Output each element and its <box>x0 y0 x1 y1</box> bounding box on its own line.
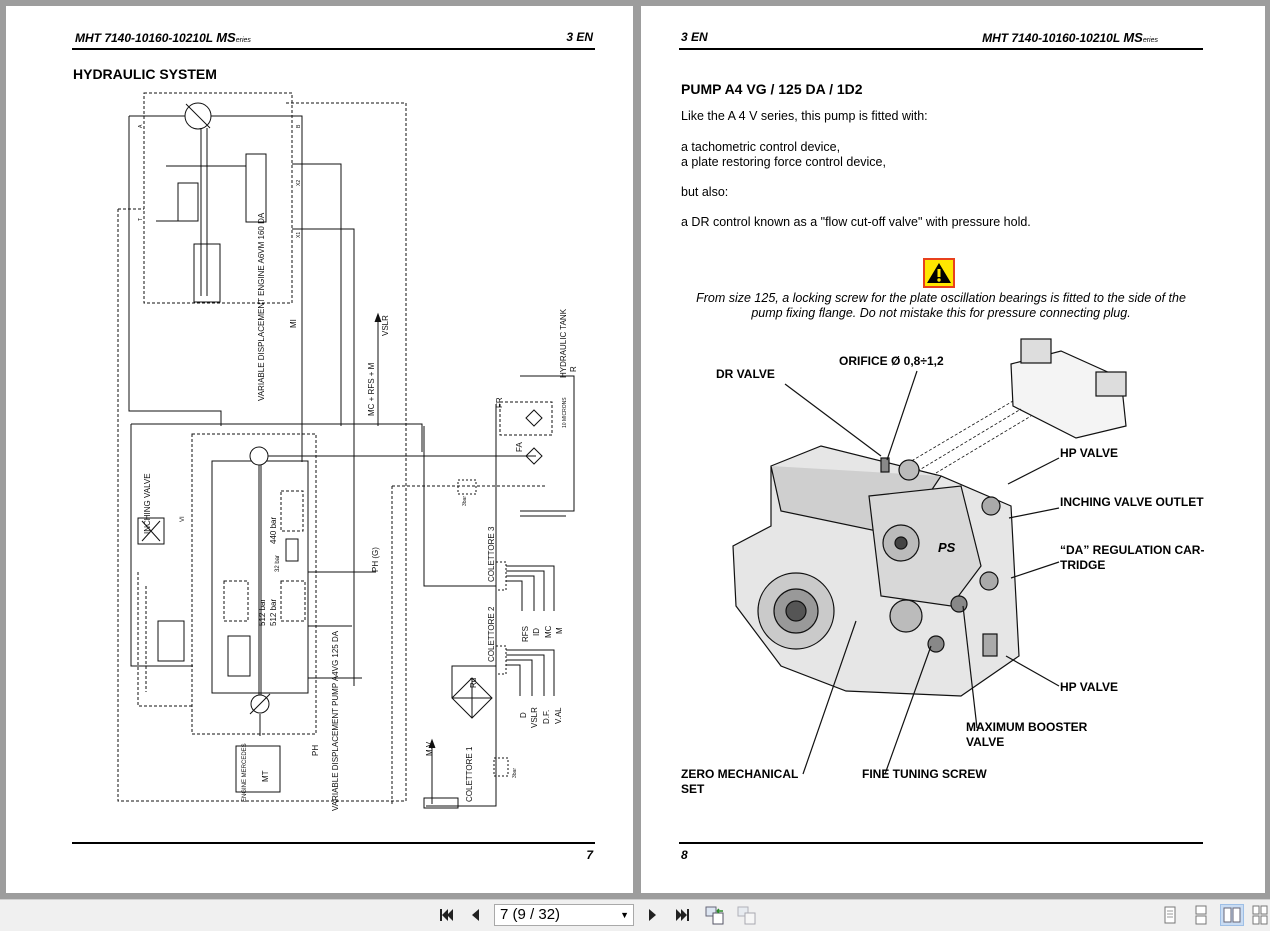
label-ph-g: PH (G) <box>371 547 380 572</box>
label-microns: 10 MICRONS <box>562 397 568 428</box>
callout-dr-valve: DR VALVE <box>716 367 775 381</box>
paragraph: Like the A 4 V series, this pump is fitt… <box>681 109 928 123</box>
continuous-page-icon <box>1195 905 1207 925</box>
last-page-icon <box>676 909 689 921</box>
footer-rule <box>679 842 1203 844</box>
first-page-icon <box>440 909 453 921</box>
next-page-icon <box>649 909 656 921</box>
header-rule <box>679 48 1203 50</box>
label-512bar: 512 bar <box>258 599 267 626</box>
page-title: HYDRAULIC SYSTEM <box>73 66 217 82</box>
warning-note: From size 125, a locking screw for the p… <box>696 291 1186 320</box>
label-vslr-2: VSLR <box>530 707 539 728</box>
two-page-view-button[interactable] <box>1220 904 1244 926</box>
two-page-continuous-icon <box>1252 905 1268 925</box>
label-df: D.F. <box>542 710 551 724</box>
single-page-view-button[interactable] <box>1158 904 1182 926</box>
label-mc-rfs-m: MC + RFS + M <box>367 362 376 416</box>
page-number: 7 <box>586 848 593 862</box>
label-mi: MI <box>289 319 298 328</box>
back-view-button[interactable] <box>704 905 726 925</box>
label-32bar: 32 bar <box>275 555 281 572</box>
label-port-t: T <box>138 218 144 221</box>
forward-view-button[interactable] <box>736 905 758 925</box>
last-page-button[interactable] <box>673 905 693 925</box>
label-ph: PH <box>311 745 320 756</box>
callout-fine-tuning-screw: FINE TUNING SCREW <box>862 767 987 781</box>
label-val: V.AL <box>554 707 563 724</box>
next-page-button[interactable] <box>644 905 662 925</box>
doc-header-code: MHT 7140-10160-10210L MSeries <box>982 30 1158 45</box>
label-engine: VARIABLE DISPLACEMENT ENGINE A6VM 160 DA <box>257 212 266 401</box>
label-3bar: 3bar <box>462 496 468 506</box>
label-d: D <box>519 712 528 718</box>
callout-inching-valve-outlet: INCHING VALVE OUTLET <box>1060 495 1204 509</box>
previous-page-icon <box>472 909 479 921</box>
chevron-down-icon: ▼ <box>620 910 629 920</box>
schematic-labels: VARIABLE DISPLACEMENT ENGINE A6VM 160 DA… <box>138 124 578 811</box>
paragraph: a DR control known as a "flow cut-off va… <box>681 215 1031 229</box>
label-port-b: B <box>296 124 302 128</box>
single-page-icon <box>1164 906 1176 924</box>
label-colettore-2: COLETTORE 2 <box>487 606 496 662</box>
previous-page-button[interactable] <box>466 905 484 925</box>
label-512bar: 512 bar <box>269 599 278 626</box>
label-pump: VARIABLE DISPLACEMENT PUMP A4VG 125 DA <box>331 630 340 811</box>
forward-view-icon <box>737 906 756 925</box>
callout-da-cartridge: “DA” REGULATION CAR-TRIDGE <box>1060 543 1205 572</box>
label-rd: Rd <box>469 678 478 688</box>
label-fr: FR <box>495 397 504 408</box>
page-selector[interactable]: 7 (9 / 32)▼ <box>494 904 634 926</box>
label-port-x1: X1 <box>296 232 302 238</box>
label-mv: M.V. <box>425 740 434 756</box>
two-page-continuous-view-button[interactable] <box>1250 904 1270 926</box>
header-rule <box>72 48 595 50</box>
page-title: PUMP A4 VG / 125 DA / 1D2 <box>681 81 863 97</box>
paragraph: a tachometric control device, <box>681 140 841 154</box>
doc-header-section: 3 EN <box>681 30 708 44</box>
doc-header-code: MHT 7140-10160-10210L MSeries <box>75 30 251 45</box>
footer-rule <box>72 842 595 844</box>
paragraph: a plate restoring force control device, <box>681 155 886 169</box>
label-port-a: A <box>138 124 144 128</box>
paragraph: but also: <box>681 185 729 199</box>
warning-triangle-icon <box>923 258 955 288</box>
label-r: R <box>569 366 578 372</box>
label-hydraulic-tank: HYDRAULIC TANK <box>559 308 568 378</box>
callout-hp-valve: HP VALVE <box>1060 680 1119 694</box>
label-colettore-3: COLETTORE 3 <box>487 526 496 582</box>
hydraulic-schematic <box>117 92 575 809</box>
callout-hp-valve: HP VALVE <box>1060 446 1119 460</box>
label-colettore-1: COLETTORE 1 <box>465 746 474 802</box>
label-mt: MT <box>261 770 270 782</box>
label-engine-mercedes: ENGINE MERCEDES <box>242 743 248 802</box>
label-m: M <box>555 627 564 634</box>
label-rfs: RFS <box>521 626 530 642</box>
label-mc: MC <box>544 625 553 638</box>
first-page-button[interactable] <box>436 905 456 925</box>
pdf-page-left: MHT 7140-10160-10210L MSeries 3 EN HYDRA… <box>6 6 633 893</box>
label-vslr: VSLR <box>381 315 390 336</box>
pump-illustration <box>732 338 1127 775</box>
back-view-icon <box>705 906 724 925</box>
callout-orifice: ORIFICE Ø 0,8÷1,2 <box>839 354 944 368</box>
page-number: 8 <box>681 848 688 862</box>
ps-marking: PS <box>938 540 956 555</box>
two-page-icon <box>1223 907 1241 923</box>
viewer-toolbar: 7 (9 / 32)▼ <box>0 899 1270 931</box>
continuous-view-button[interactable] <box>1189 904 1213 926</box>
label-port-x2: X2 <box>296 180 302 186</box>
label-fa: FA <box>515 442 524 452</box>
label-440bar: 440 bar <box>269 517 278 544</box>
label-vi: VI <box>180 516 186 522</box>
label-id: ID <box>532 628 541 636</box>
label-3bar: 3bar <box>512 768 518 778</box>
doc-header-section: 3 EN <box>566 30 593 44</box>
pdf-page-right: 3 EN MHT 7140-10160-10210L MSeries PUMP … <box>641 6 1265 893</box>
label-inching-valve: INCHING VALVE <box>143 473 152 534</box>
